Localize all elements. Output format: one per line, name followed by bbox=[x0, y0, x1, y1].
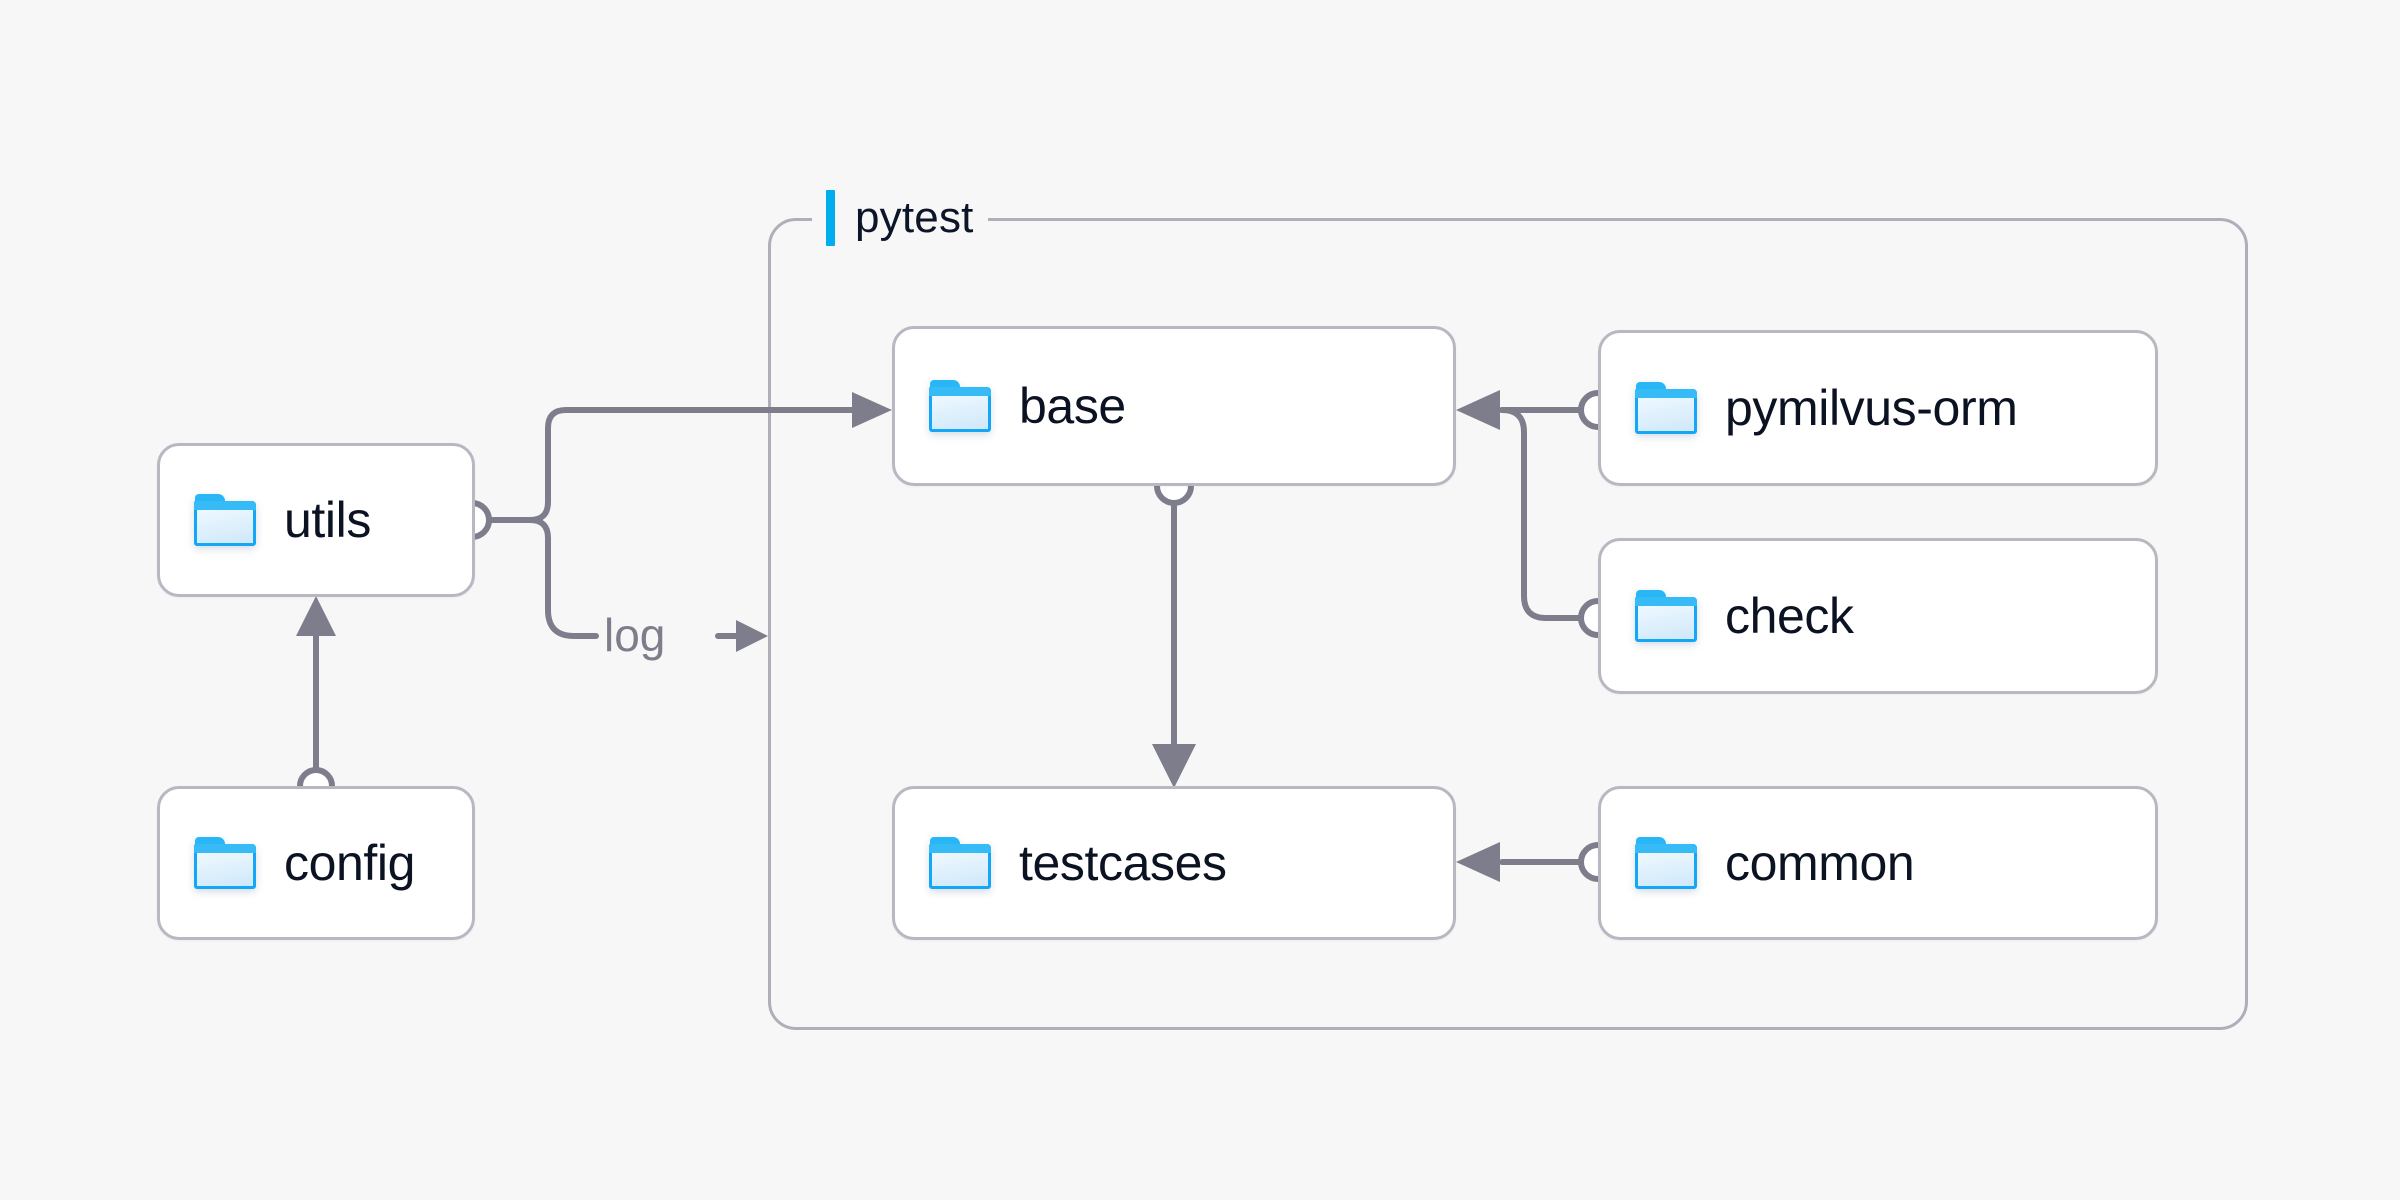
node-base[interactable]: base bbox=[892, 326, 1456, 486]
folder-icon bbox=[1635, 837, 1697, 889]
node-pymilvus-orm-label: pymilvus-orm bbox=[1725, 380, 2018, 436]
node-utils[interactable]: utils bbox=[157, 443, 475, 597]
folder-icon bbox=[194, 494, 256, 546]
node-pymilvus-orm[interactable]: pymilvus-orm bbox=[1598, 330, 2158, 486]
node-config-label: config bbox=[284, 835, 416, 891]
pytest-group-container bbox=[768, 218, 2248, 1030]
edge-log-arrow bbox=[715, 620, 768, 652]
edge-config-to-utils bbox=[296, 596, 336, 805]
pytest-accent-bar bbox=[826, 190, 835, 246]
node-check[interactable]: check bbox=[1598, 538, 2158, 694]
edge-label-log: log bbox=[604, 608, 665, 662]
edge-label-log-text: log bbox=[604, 609, 666, 661]
folder-icon bbox=[1635, 590, 1697, 642]
node-base-label: base bbox=[1019, 378, 1126, 434]
pytest-group-label: pytest bbox=[812, 190, 988, 246]
pytest-group-label-text: pytest bbox=[855, 193, 974, 242]
node-utils-label: utils bbox=[284, 492, 371, 548]
node-common[interactable]: common bbox=[1598, 786, 2158, 940]
folder-icon bbox=[1635, 382, 1697, 434]
folder-icon bbox=[929, 837, 991, 889]
edge-utils-to-log bbox=[485, 517, 599, 639]
node-config[interactable]: config bbox=[157, 786, 475, 940]
folder-icon bbox=[929, 380, 991, 432]
node-check-label: check bbox=[1725, 588, 1854, 644]
node-testcases[interactable]: testcases bbox=[892, 786, 1456, 940]
node-common-label: common bbox=[1725, 835, 1915, 891]
node-testcases-label: testcases bbox=[1019, 835, 1227, 891]
folder-icon bbox=[194, 837, 256, 889]
